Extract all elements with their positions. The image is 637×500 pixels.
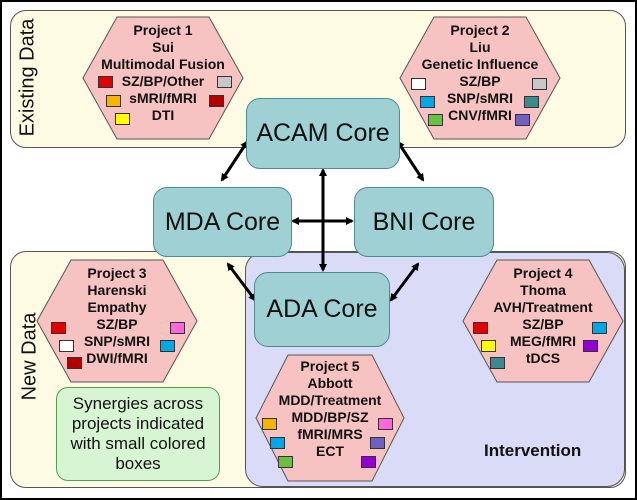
project-4-population: SZ/BP bbox=[522, 316, 564, 332]
p3-synergy-darkred bbox=[67, 357, 82, 369]
project-5-method: ECT bbox=[316, 443, 344, 459]
bni-core: BNI Core bbox=[354, 187, 494, 257]
p3-synergy-red bbox=[51, 322, 66, 334]
p1-synergy-yellow bbox=[115, 113, 130, 125]
p2-synergy-purple bbox=[515, 114, 530, 126]
p2-synergy-teal bbox=[524, 96, 539, 108]
p1-synergy-orange bbox=[106, 95, 121, 107]
p4-synergy-cyan bbox=[592, 322, 607, 334]
p2-synergy-white bbox=[411, 78, 426, 90]
project-3-modality: SNP/sMRI bbox=[83, 333, 151, 349]
project-3-topic: Empathy bbox=[87, 299, 147, 315]
project-4-title: Project 4 bbox=[513, 265, 573, 281]
p4-synergy-yellow bbox=[481, 340, 496, 352]
project-1-title: Project 1 bbox=[133, 22, 193, 38]
project-3-title: Project 3 bbox=[87, 265, 147, 281]
project-3-method: DWI/fMRI bbox=[86, 350, 148, 366]
project-1-topic: Multimodal Fusion bbox=[101, 56, 225, 72]
project-4-method: tDCS bbox=[525, 350, 561, 366]
p2-synergy-green bbox=[428, 114, 443, 126]
project-5-lead: Abbott bbox=[307, 375, 353, 391]
p1-synergy-darkred bbox=[209, 95, 224, 107]
p3-synergy-white bbox=[59, 340, 74, 352]
mda-core: MDA Core bbox=[153, 187, 292, 257]
p4-synergy-teal bbox=[490, 357, 505, 369]
project-5-topic: MDD/Treatment bbox=[278, 392, 382, 408]
p3-synergy-pink bbox=[170, 322, 185, 334]
project-5-title: Project 5 bbox=[300, 358, 360, 374]
project-2-method: CNV/fMRI bbox=[448, 107, 512, 123]
p5-synergy-violet bbox=[361, 456, 376, 468]
project-2-title: Project 2 bbox=[450, 22, 510, 38]
project-2-population: SZ/BP bbox=[459, 73, 501, 89]
intervention-label: Intervention bbox=[484, 441, 582, 460]
project-2-modality: SNP/sMRI bbox=[446, 90, 514, 106]
project-2-lead: Liu bbox=[469, 39, 491, 55]
project-3-hexagon: Project 3 Harenski Empathy SZ/BP SNP/sMR… bbox=[36, 259, 198, 383]
project-4-hexagon: Project 4 Thoma AVH/Treatment SZ/BP MEG/… bbox=[462, 259, 624, 383]
project-4-modality: MEG/fMRI bbox=[509, 333, 577, 349]
project-1-hexagon: Project 1 Sui Multimodal Fusion SZ/BP/Ot… bbox=[82, 16, 244, 140]
p5-synergy-green bbox=[278, 456, 293, 468]
project-5-hexagon: Project 5 Abbott MDD/Treatment MDD/BP/SZ… bbox=[255, 354, 405, 482]
project-2-hexagon: Project 2 Liu Genetic Influence SZ/BP SN… bbox=[399, 16, 561, 140]
arrow-bni-ada bbox=[389, 262, 420, 302]
arrow-acam-bni bbox=[396, 140, 425, 182]
ada-core: ADA Core bbox=[254, 272, 390, 347]
p5-synergy-purple bbox=[370, 437, 385, 449]
synergy-note: Synergies across projects indicated with… bbox=[56, 387, 220, 481]
p1-synergy-silver bbox=[217, 76, 232, 88]
project-3-population: SZ/BP bbox=[96, 316, 138, 332]
p3-synergy-cyan bbox=[160, 340, 175, 352]
project-1-population: SZ/BP/Other bbox=[121, 73, 205, 89]
p2-synergy-silver bbox=[532, 78, 547, 90]
project-2-topic: Genetic Influence bbox=[421, 56, 539, 72]
p5-synergy-cyan bbox=[270, 437, 285, 449]
p2-synergy-cyan bbox=[420, 96, 435, 108]
project-1-method: DTI bbox=[151, 107, 175, 123]
p4-synergy-red bbox=[473, 322, 488, 334]
acam-core: ACAM Core bbox=[246, 98, 400, 169]
project-5-modality: fMRI/MRS bbox=[297, 426, 363, 442]
project-1-lead: Sui bbox=[152, 39, 174, 55]
p1-synergy-red bbox=[98, 76, 113, 88]
synergy-note-text: Synergies across projects indicated with… bbox=[70, 394, 206, 473]
project-4-lead: Thoma bbox=[520, 282, 566, 298]
p5-synergy-orange bbox=[262, 418, 277, 430]
arrow-acam-mda bbox=[220, 140, 249, 182]
project-4-topic: AVH/Treatment bbox=[493, 299, 593, 315]
project-3-lead: Harenski bbox=[87, 282, 147, 298]
project-1-modality: sMRI/fMRI bbox=[129, 90, 197, 106]
p5-synergy-pink bbox=[378, 418, 393, 430]
project-5-population: MDD/BP/SZ bbox=[291, 409, 369, 425]
p4-synergy-violet bbox=[583, 340, 598, 352]
arrow-mda-ada bbox=[226, 262, 257, 302]
